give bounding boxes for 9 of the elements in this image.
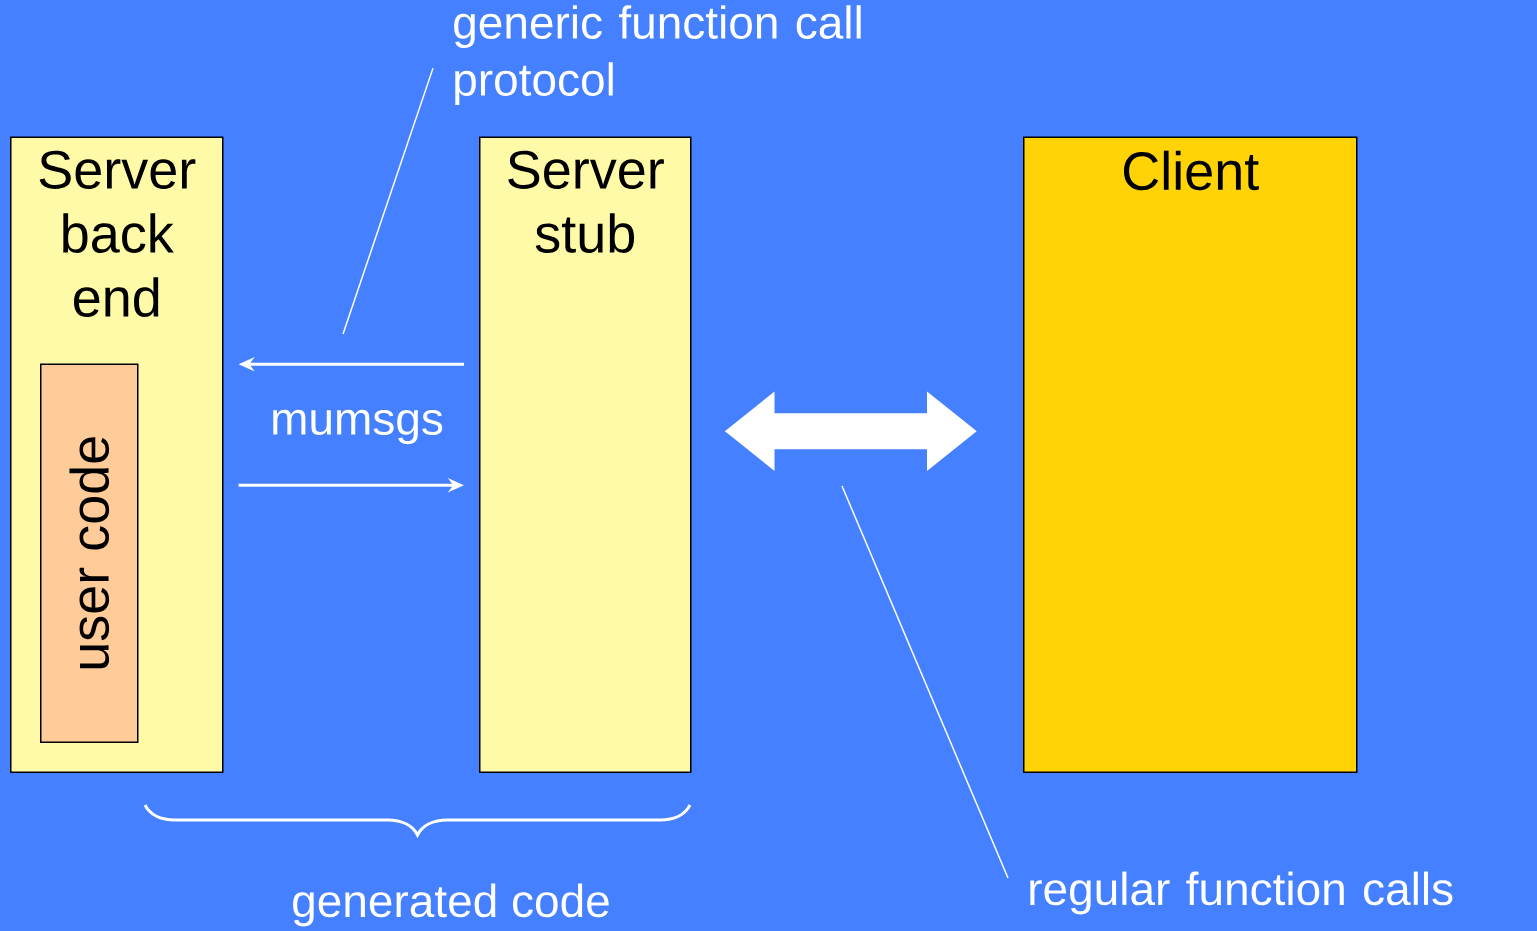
leader-line	[342, 67, 434, 335]
arrow-label: mumsgs	[273, 409, 443, 445]
component-box: Client	[1023, 136, 1358, 773]
code-box: user code	[40, 363, 139, 743]
component-box: Server stub	[479, 136, 692, 773]
caption: generated code	[293, 883, 609, 927]
leader-line	[841, 485, 1009, 879]
callout-text: regular function calls	[1030, 871, 1453, 915]
callout-text: generic function call protocol	[454, 5, 861, 106]
